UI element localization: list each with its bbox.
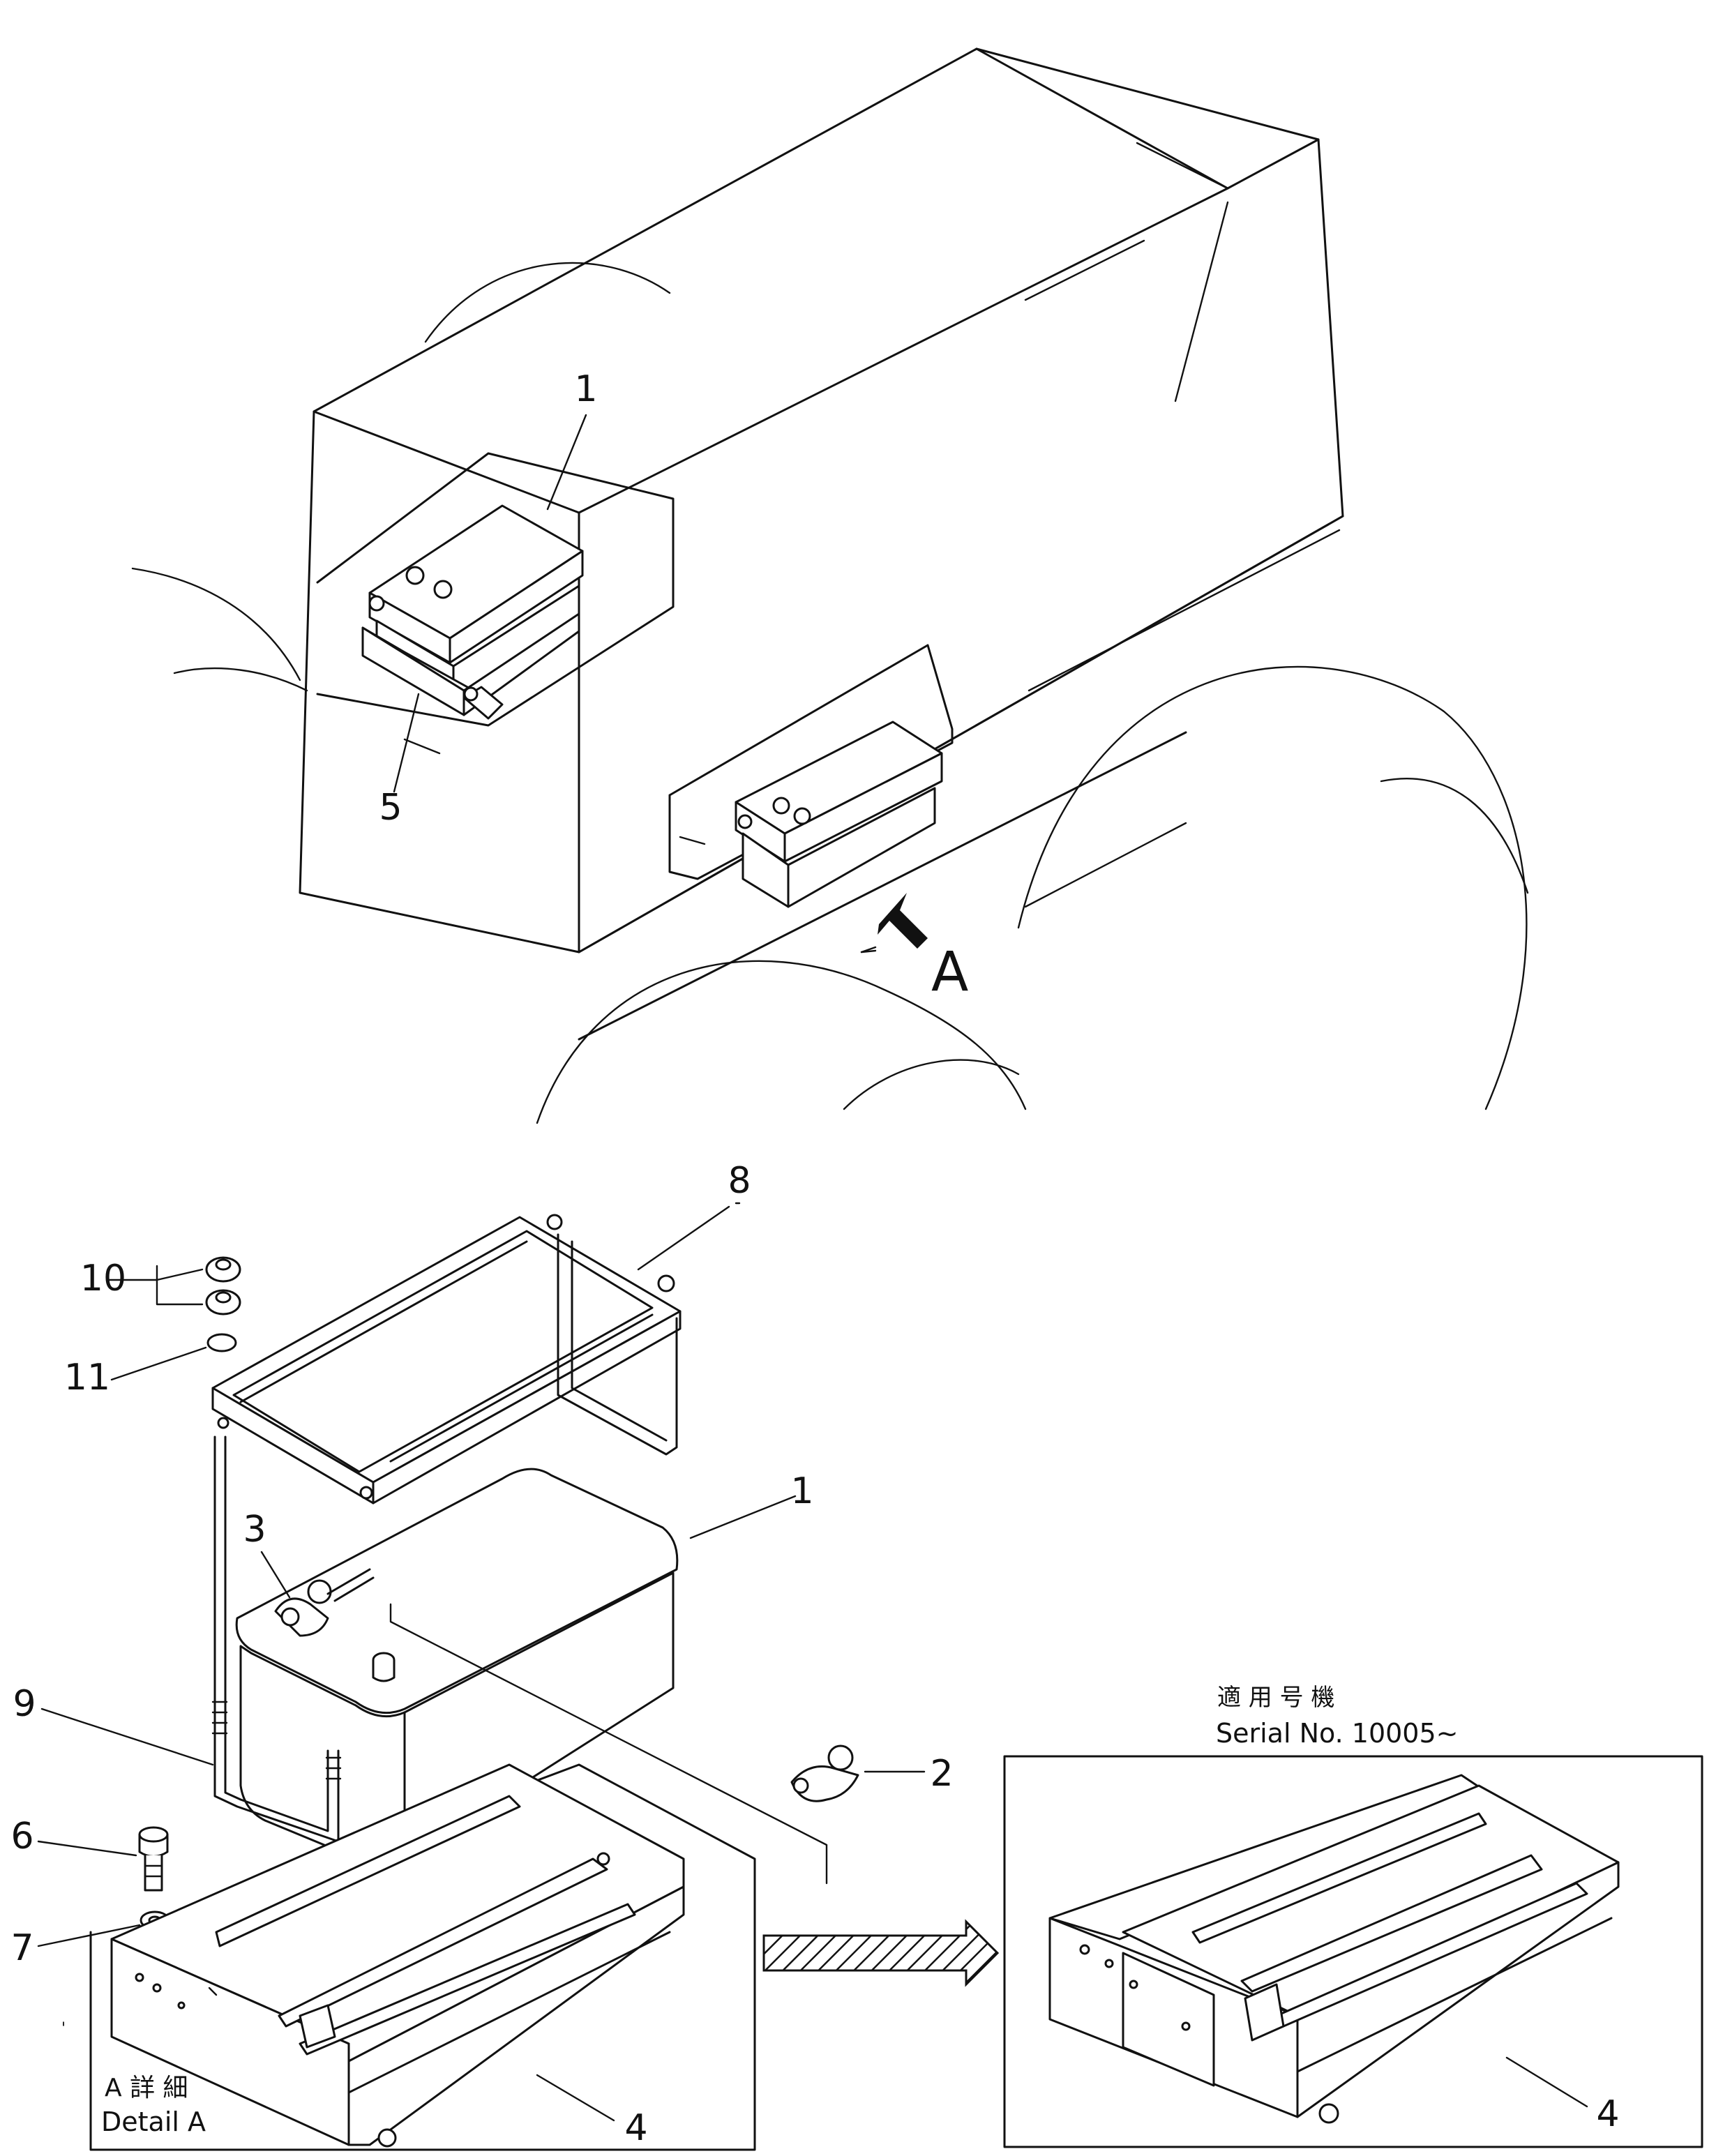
part-8-hold-down-frame bbox=[211, 1214, 682, 1505]
callout-4-left: 4 bbox=[624, 2107, 647, 2149]
serial-note-jp: 適 用 号 機 bbox=[1217, 1684, 1334, 1712]
part-6-bolt bbox=[138, 1826, 169, 1892]
callout-1-bottom: 1 bbox=[790, 1470, 813, 1512]
callout-8: 8 bbox=[728, 1160, 751, 1202]
callout-11: 11 bbox=[64, 1357, 110, 1399]
part-9-j-bolt bbox=[211, 1435, 342, 1843]
battery-compartment-lower bbox=[668, 644, 954, 908]
view-a-label: A bbox=[931, 941, 968, 1004]
callout-4-right: 4 bbox=[1596, 2093, 1619, 2135]
machine-overview: 1 5 A bbox=[131, 47, 1529, 1124]
arrow-a-icon bbox=[878, 893, 928, 949]
callout-2: 2 bbox=[930, 1753, 953, 1795]
callout-5: 5 bbox=[379, 787, 402, 829]
callout-7: 7 bbox=[10, 1927, 33, 1969]
serial-note-en: Serial No. 10005~ bbox=[1216, 1718, 1459, 1749]
serial-variant-frame bbox=[1003, 1755, 1703, 2148]
part-2-terminal bbox=[790, 1744, 859, 1802]
part-11-washer bbox=[206, 1333, 237, 1352]
part-4-tray-right bbox=[1048, 1774, 1620, 2124]
callout-6: 6 bbox=[10, 1816, 33, 1857]
svg-text:': ' bbox=[61, 2020, 66, 2037]
part-4-tray-left bbox=[110, 1763, 685, 2148]
tire-arcs bbox=[131, 262, 1529, 1124]
hatched-arrow-icon bbox=[762, 1919, 1000, 1987]
detail-a-caption-jp: A 詳 細 bbox=[105, 2074, 188, 2102]
battery-compartment-upper bbox=[316, 452, 675, 727]
part-10-nuts bbox=[205, 1256, 241, 1316]
callout-10: 10 bbox=[80, 1258, 126, 1299]
detail-a-caption-en: Detail A bbox=[101, 2106, 206, 2137]
callout-9: 9 bbox=[13, 1683, 36, 1725]
serial-variant-view: 適 用 号 機 Serial No. 10005~ 4 bbox=[1003, 1684, 1703, 2148]
callout-1-top: 1 bbox=[574, 368, 597, 410]
exploded-view: 8 10 11 1 3 2 9 6 7 4 A 詳 細 Detail A ' bbox=[10, 1160, 954, 2151]
callout-3: 3 bbox=[243, 1509, 266, 1551]
